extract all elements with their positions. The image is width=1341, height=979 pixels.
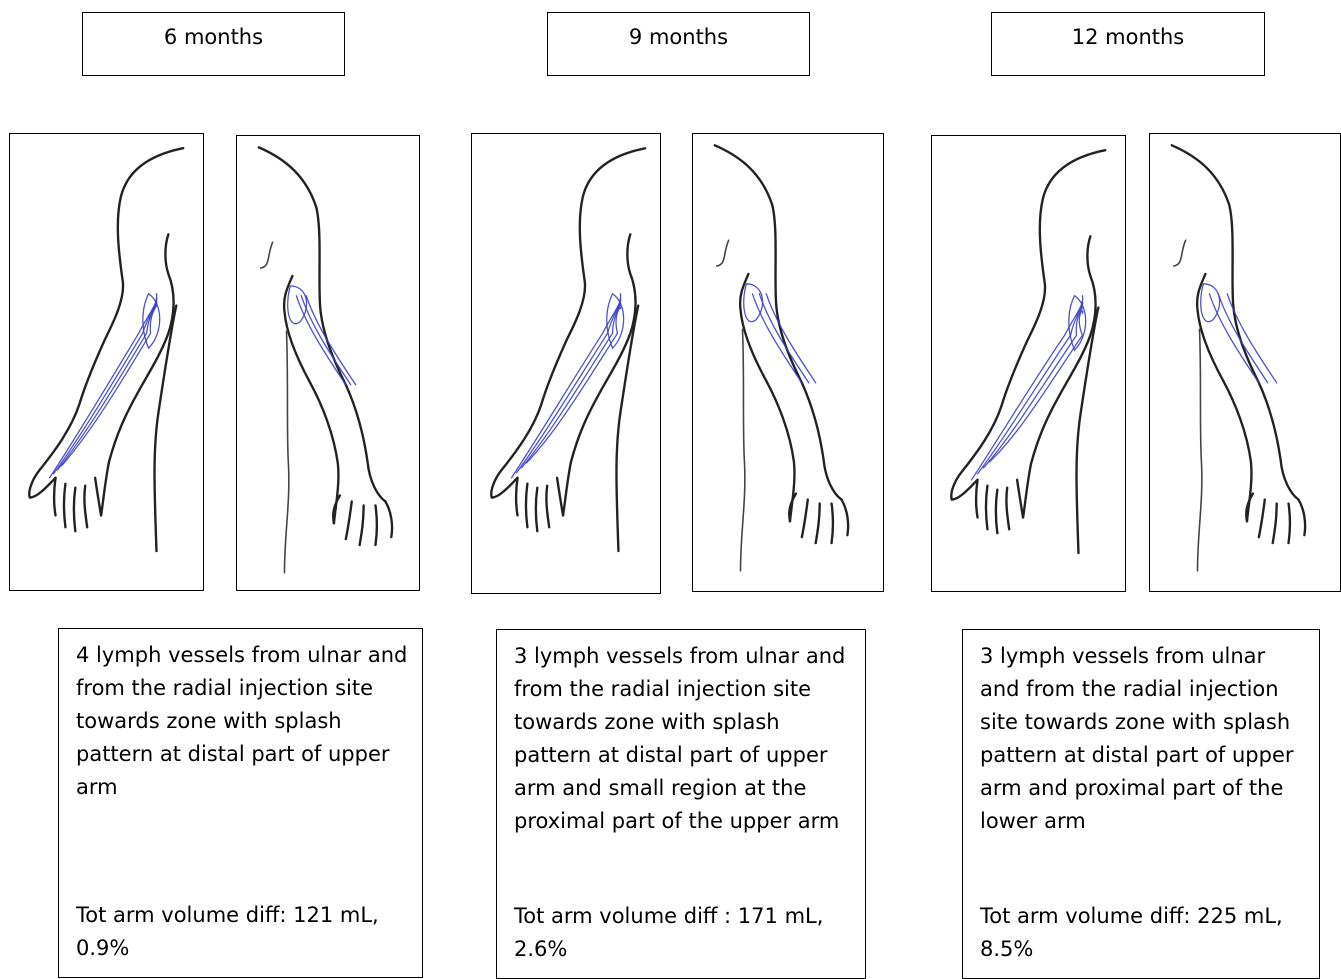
timepoint-text: 12 months xyxy=(992,13,1264,49)
finding-description: 3 lymph vessels from ulnar and from the … xyxy=(514,640,851,838)
arm-anterior-illustration xyxy=(932,136,1125,591)
arm-posterior-illustration xyxy=(237,136,419,590)
lymph-vessel-path xyxy=(526,307,620,463)
torso-line xyxy=(1174,240,1202,571)
arm-drawing-posterior-9m xyxy=(692,133,884,592)
volume-difference: Tot arm volume diff: 121 mL, 0.9% xyxy=(76,899,412,965)
hand-fingers xyxy=(54,478,101,531)
description-box-12m: 3 lymph vessels from ulnar and from the … xyxy=(962,629,1320,979)
timepoint-label-12-months: 12 months xyxy=(991,12,1265,76)
torso-line xyxy=(717,240,745,571)
lymph-vessel-path xyxy=(972,296,1083,480)
arm-outline-front xyxy=(951,150,1105,499)
finding-description: 3 lymph vessels from ulnar and from the … xyxy=(980,640,1305,838)
finding-description: 4 lymph vessels from ulnar and from the … xyxy=(76,639,408,804)
arm-outline-back xyxy=(259,147,386,501)
description-box-6m: 4 lymph vessels from ulnar and from the … xyxy=(58,628,423,978)
description-box-9m: 3 lymph vessels from ulnar and from the … xyxy=(496,629,866,979)
lymph-vessel-path xyxy=(306,296,355,385)
arm-posterior-illustration xyxy=(1150,134,1340,591)
lymph-vessels-12m-anterior xyxy=(972,296,1086,480)
timepoint-label-9-months: 9 months xyxy=(547,12,810,76)
arm-drawing-anterior-12m xyxy=(931,135,1126,592)
lymph-vessel-path xyxy=(1218,294,1267,383)
arm-posterior-illustration xyxy=(693,134,883,591)
arm-outline-back xyxy=(563,234,636,515)
timepoint-label-6-months: 6 months xyxy=(82,12,345,76)
hand-fingers xyxy=(333,496,392,545)
arm-anterior-illustration xyxy=(472,134,660,593)
arm-drawing-posterior-6m xyxy=(236,135,420,591)
timepoint-text: 6 months xyxy=(83,13,344,49)
arm-outline-back xyxy=(1172,145,1299,499)
volume-difference: Tot arm volume diff: 225 mL, 8.5% xyxy=(980,900,1309,966)
lymph-vessels-9m-posterior xyxy=(744,284,816,383)
hand-fingers xyxy=(516,478,563,531)
arm-outline-front xyxy=(491,148,645,497)
arm-drawing-posterior-12m xyxy=(1149,133,1341,592)
arm-anterior-illustration xyxy=(10,134,203,590)
arm-drawing-anterior-6m xyxy=(9,133,204,591)
arm-outline-back xyxy=(1023,236,1096,517)
arm-outline-front xyxy=(1197,274,1251,521)
lymph-vessels-6m-anterior xyxy=(50,294,160,478)
lymph-vessels-6m-posterior xyxy=(288,286,356,385)
lymph-vessels-9m-anterior xyxy=(512,294,624,478)
lymph-vessel-path xyxy=(744,284,763,322)
hand-fingers xyxy=(1246,494,1305,543)
arm-drawing-anterior-9m xyxy=(471,133,661,594)
hand-fingers xyxy=(789,494,848,543)
arm-outline-back xyxy=(101,234,174,515)
arm-outline-front xyxy=(284,276,338,523)
volume-difference: Tot arm volume diff : 171 mL, 2.6% xyxy=(514,900,855,966)
lymph-vessel-path xyxy=(288,286,307,324)
timepoint-text: 9 months xyxy=(548,13,809,49)
torso-line xyxy=(261,242,289,572)
arm-outline-front xyxy=(740,274,794,521)
lymph-vessel-path xyxy=(1201,284,1220,322)
hand-fingers xyxy=(976,480,1023,533)
